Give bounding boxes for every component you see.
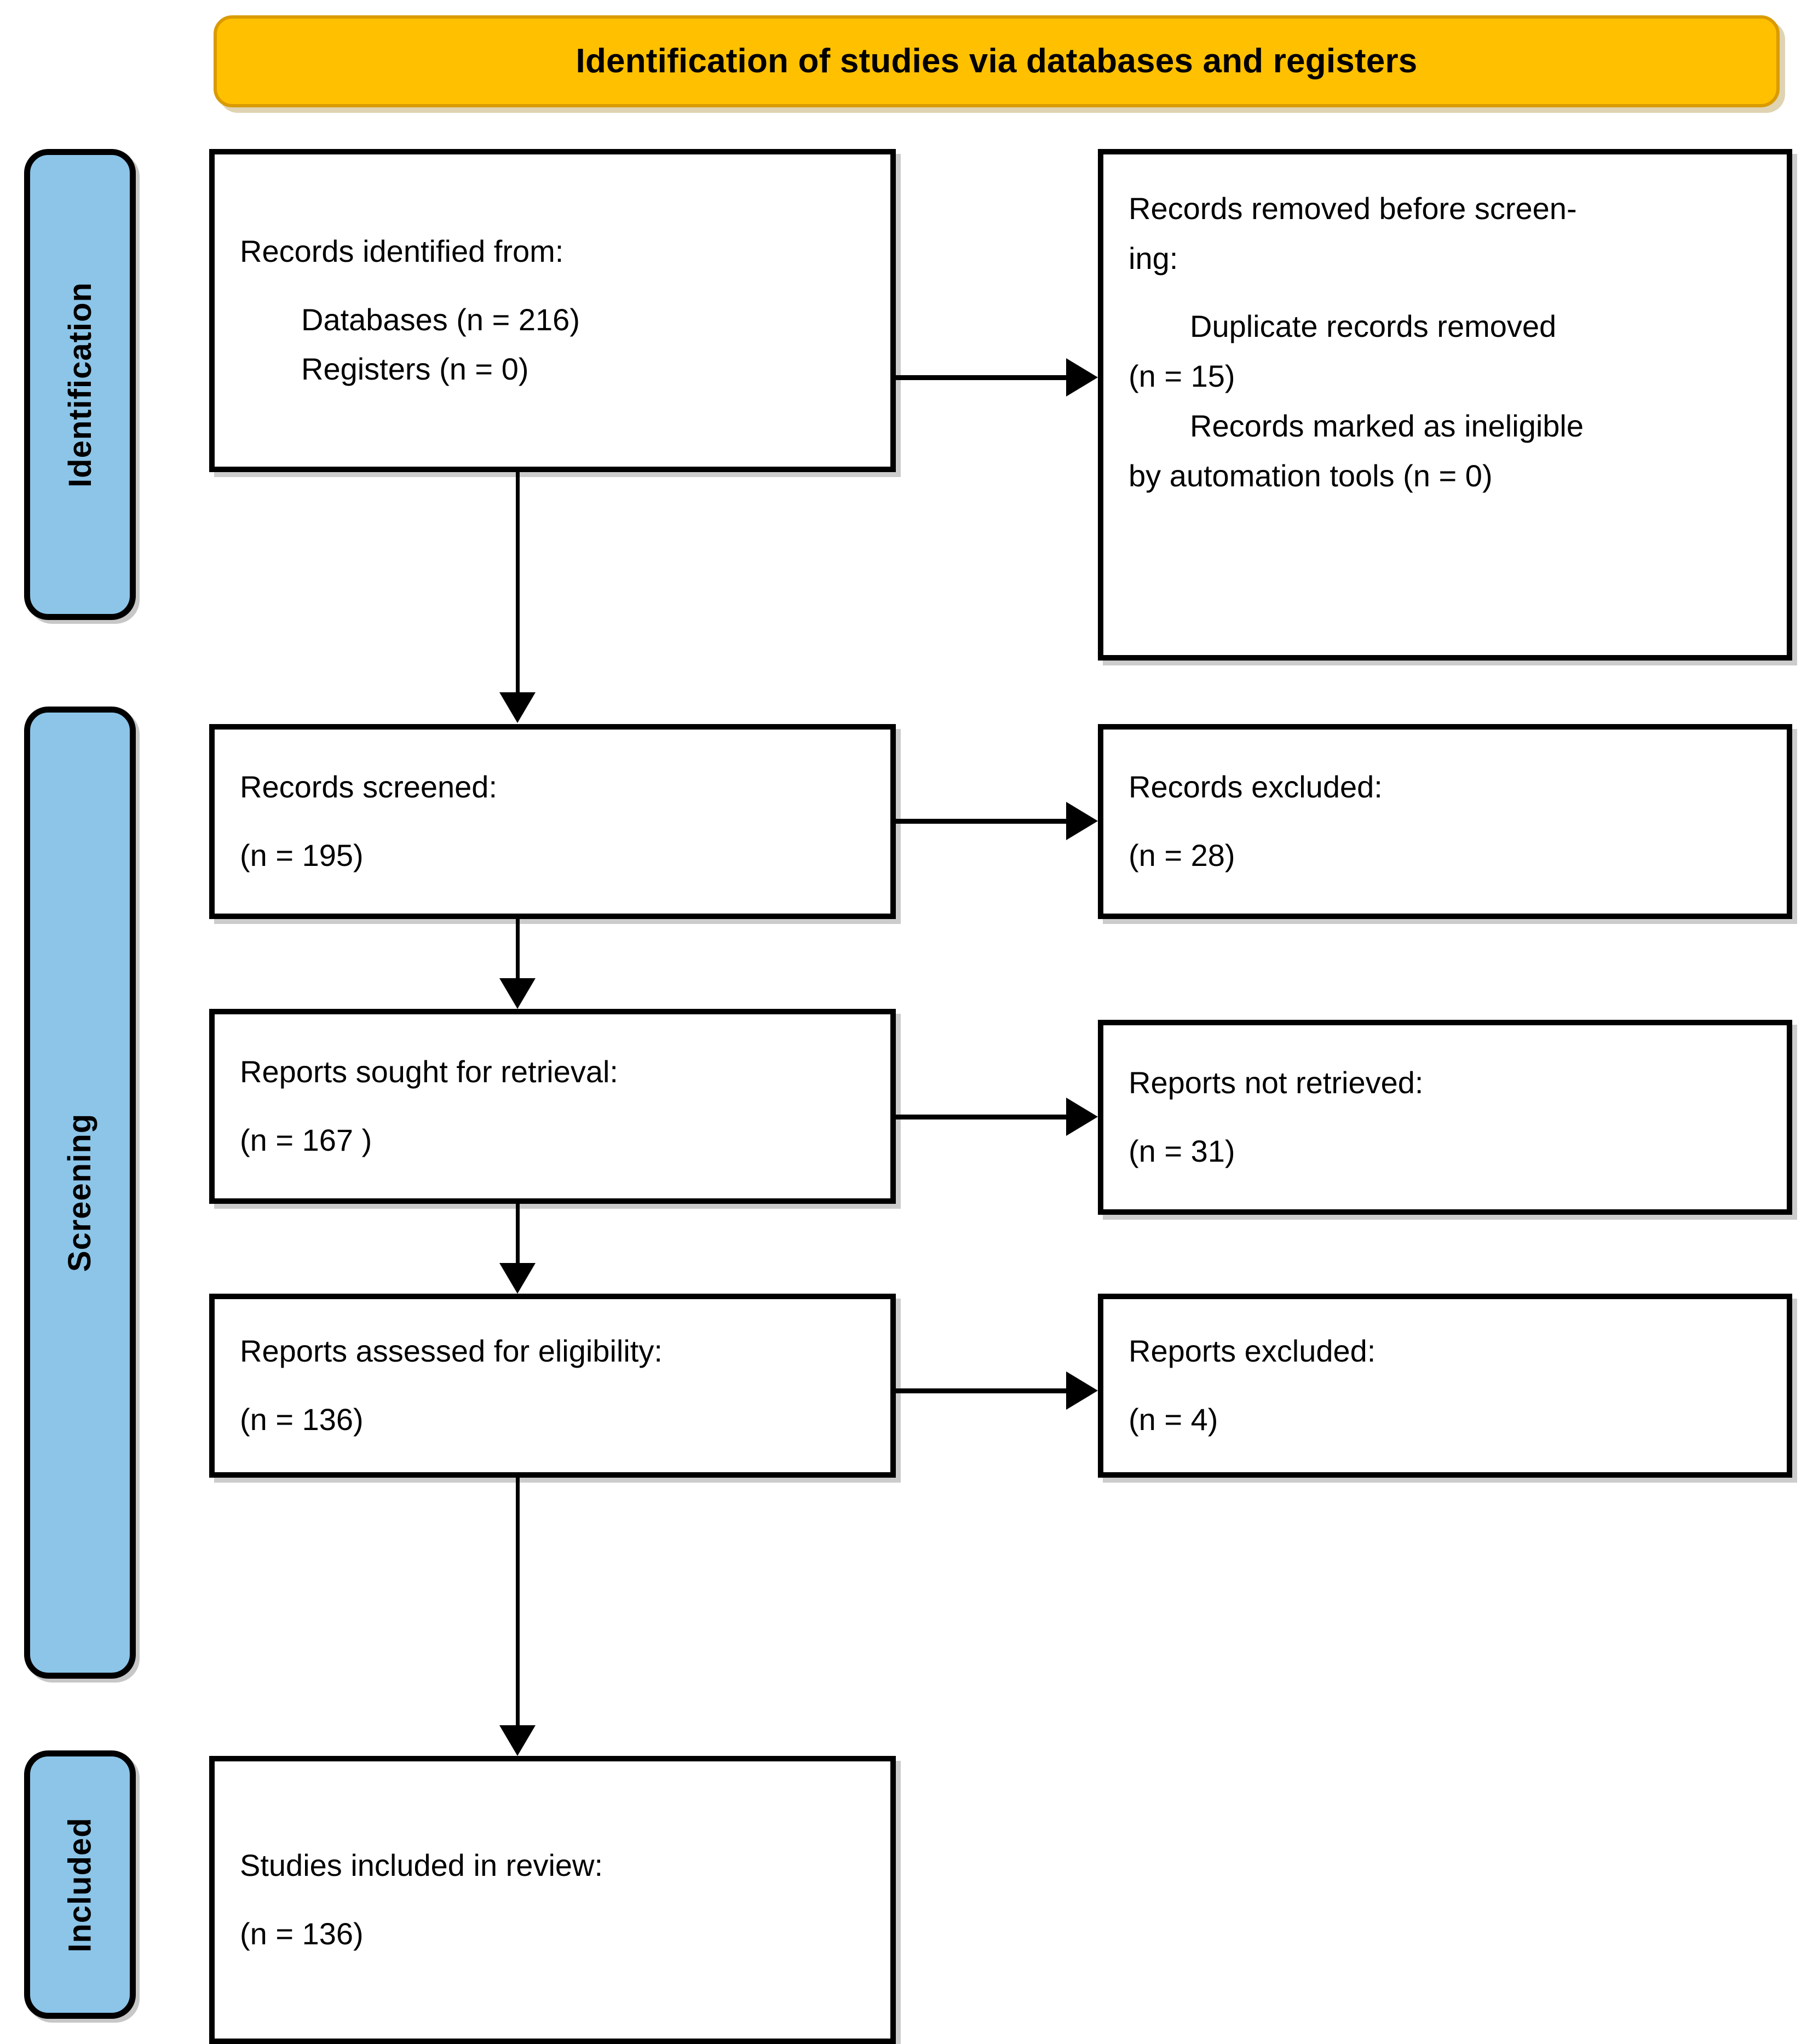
edge-identified-to-removed-line [896, 375, 1068, 380]
stage-label-screening: Screening [62, 1113, 98, 1272]
node-value-databases: Databases (n = 216) [301, 302, 580, 337]
node-count: (n = 167 ) [240, 1123, 372, 1157]
node-records-excluded: Records excluded: (n = 28) [1098, 724, 1792, 919]
edge-sought-to-not-retrieved-arrowhead [1066, 1098, 1098, 1136]
edge-identified-to-removed-arrowhead [1066, 358, 1098, 397]
node-heading: Records identified from: [240, 233, 564, 268]
node-value-ineligible-count: by automation tools (n = 0) [1129, 458, 1493, 493]
node-records-identified: Records identified from: Databases (n = … [209, 149, 896, 472]
edge-screened-to-excluded-line [896, 819, 1068, 824]
node-studies-included: Studies included in review: (n = 136) [209, 1756, 896, 2044]
node-count: (n = 136) [240, 1916, 364, 1951]
node-reports-assessed: Reports assessed for eligibility: (n = 1… [209, 1294, 896, 1478]
node-heading: Reports sought for retrieval: [240, 1054, 618, 1089]
edge-assessed-to-included-line [516, 1478, 520, 1727]
node-heading: Reports not retrieved: [1129, 1065, 1424, 1100]
node-heading-colon: : [1169, 240, 1178, 275]
edge-sought-to-assessed-line [516, 1204, 520, 1265]
diagram-header-banner: Identification of studies via databases … [214, 15, 1780, 107]
stage-rail-screening: Screening [24, 707, 136, 1679]
node-heading-italic-part2: ing [1129, 240, 1170, 275]
edge-identified-to-screened-line [516, 472, 520, 694]
node-heading: Records removed before screen- [1129, 184, 1762, 234]
stage-label-included: Included [62, 1817, 98, 1953]
node-heading: Studies included in review: [240, 1848, 603, 1883]
node-heading: Records excluded: [1129, 770, 1383, 805]
node-reports-sought: Reports sought for retrieval: (n = 167 ) [209, 1009, 896, 1204]
node-value-ineligible: Records marked as ineligible [1190, 408, 1584, 443]
stage-rail-identification: Identification [24, 149, 136, 620]
node-heading-continued: ing: [1129, 234, 1762, 284]
node-count: (n = 31) [1129, 1134, 1235, 1168]
node-records-screened: Records screened: (n = 195) [209, 724, 896, 919]
edge-sought-to-assessed-arrowhead [499, 1263, 536, 1294]
edge-identified-to-screened-arrowhead [499, 692, 536, 723]
node-records-removed: Records removed before screen- ing: Dupl… [1098, 149, 1792, 661]
node-heading-plain: Records removed [1129, 191, 1379, 226]
node-reports-excluded: Reports excluded: (n = 4) [1098, 1294, 1792, 1478]
node-heading: Records screened: [240, 770, 498, 805]
node-value-registers: Registers (n = 0) [301, 352, 529, 387]
stage-rail-included: Included [24, 1750, 136, 2019]
node-count: (n = 28) [1129, 838, 1235, 872]
stage-label-identification: Identification [62, 282, 98, 487]
node-value-duplicates-count: (n = 15) [1129, 359, 1235, 394]
diagram-title: Identification of studies via databases … [576, 42, 1418, 80]
edge-sought-to-not-retrieved-line [896, 1115, 1068, 1119]
node-heading: Reports assessed for eligibility: [240, 1334, 663, 1369]
edge-assessed-to-excluded-line [896, 1388, 1068, 1393]
node-count: (n = 4) [1129, 1402, 1218, 1437]
node-heading-italic-part1: before screen- [1379, 191, 1577, 226]
edge-assessed-to-included-arrowhead [499, 1725, 536, 1756]
edge-assessed-to-excluded-arrowhead [1066, 1371, 1098, 1410]
node-count: (n = 136) [240, 1402, 364, 1437]
edge-screened-to-sought-line [516, 919, 520, 980]
node-value-duplicates: Duplicate records removed [1190, 309, 1557, 344]
node-count: (n = 195) [240, 838, 364, 872]
node-heading: Reports excluded: [1129, 1334, 1376, 1369]
edge-screened-to-sought-arrowhead [499, 978, 536, 1009]
node-reports-not-retrieved: Reports not retrieved: (n = 31) [1098, 1020, 1792, 1215]
edge-screened-to-excluded-arrowhead [1066, 802, 1098, 840]
